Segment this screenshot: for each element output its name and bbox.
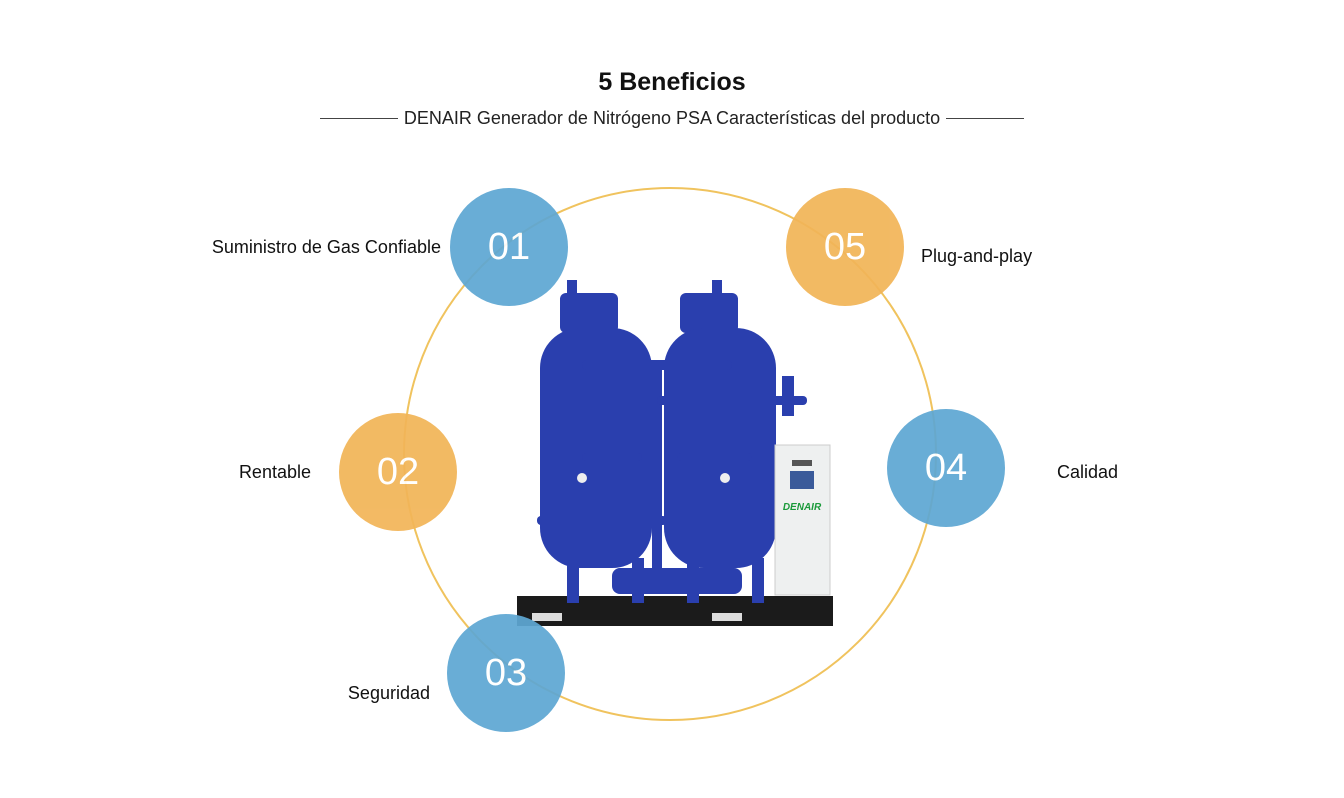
benefit-label-01: Suministro de Gas Confiable (211, 237, 441, 257)
page-title: 5 Beneficios (598, 68, 746, 96)
benefit-label-05: Plug-and-play (921, 246, 1033, 266)
benefit-label-02: Rentable (238, 462, 311, 482)
benefit-badge-04: 04 (887, 409, 1005, 527)
benefit-badge-05: 05 (786, 188, 904, 306)
brand-label: DENAIR (783, 502, 822, 513)
page-subtitle: DENAIR Generador de Nitrógeno PSA Caract… (0, 108, 1344, 129)
divider-right (946, 118, 1025, 119)
nitrogen-generator-image: DENAIR (517, 280, 833, 626)
subtitle-text: DENAIR Generador de Nitrógeno PSA Caract… (403, 108, 941, 128)
benefit-label-04: Calidad (1057, 462, 1119, 482)
benefit-label-03: Seguridad (347, 683, 430, 703)
benefit-badge-03: 03 (447, 614, 565, 732)
benefit-badge-01: 01 (450, 188, 568, 306)
divider-left (319, 118, 398, 119)
benefit-badge-02: 02 (339, 413, 457, 531)
